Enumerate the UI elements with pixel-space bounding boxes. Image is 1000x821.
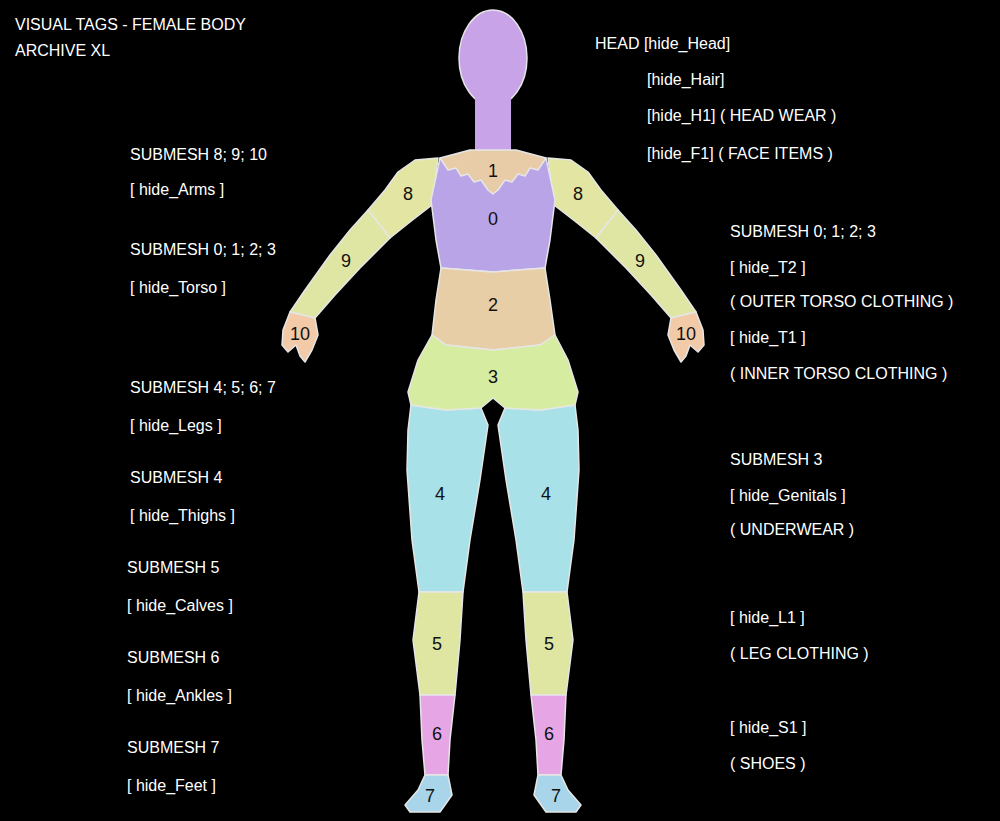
tag-label: SUBMESH 3 (730, 450, 822, 469)
tag-label: [ hide_Genitals ] (730, 486, 846, 505)
callout-number: 3 (488, 367, 498, 389)
forearm (290, 210, 390, 318)
tag-label: ( OUTER TORSO CLOTHING ) (730, 292, 953, 311)
callout-number: 5 (544, 634, 554, 656)
foot (405, 775, 452, 812)
tag-label: ( SHOES ) (730, 754, 806, 773)
callout-number: 10 (290, 324, 310, 346)
callout-number: 4 (435, 484, 445, 506)
tag-label: SUBMESH 4 (130, 468, 222, 487)
tag-label: [hide_Hair] (647, 70, 724, 89)
tag-label: [ hide_L1 ] (730, 608, 805, 627)
callout-number: 9 (341, 251, 351, 273)
tag-label: [ hide_Ankles ] (127, 686, 232, 705)
tag-label: [hide_F1] ( FACE ITEMS ) (647, 144, 833, 163)
thigh (407, 405, 488, 592)
callout-number: 7 (425, 786, 435, 808)
hand (282, 312, 318, 362)
hips (408, 335, 578, 410)
tag-label: [ hide_Feet ] (127, 776, 216, 795)
tag-label: [ hide_Thighs ] (130, 506, 235, 525)
ankle (420, 695, 455, 775)
callout-number: 1 (488, 161, 498, 183)
chest (431, 158, 555, 272)
callout-number: 6 (432, 724, 442, 746)
tag-label: [ hide_Arms ] (130, 180, 224, 199)
tag-label: SUBMESH 7 (127, 738, 219, 757)
tag-label: [ hide_T1 ] (730, 328, 806, 347)
tag-label: ( INNER TORSO CLOTHING ) (730, 364, 947, 383)
tag-label: SUBMESH 4; 5; 6; 7 (130, 378, 276, 397)
tag-label: [ hide_Legs ] (130, 416, 222, 435)
callout-number: 2 (488, 295, 498, 317)
calf (413, 592, 463, 695)
tag-label: SUBMESH 0; 1; 2; 3 (730, 222, 876, 241)
callout-number: 8 (573, 184, 583, 206)
tag-label: SUBMESH 5 (127, 558, 219, 577)
callout-number: 7 (551, 786, 561, 808)
callout-number: 6 (544, 724, 554, 746)
collar (440, 150, 546, 194)
callout-number: 5 (432, 634, 442, 656)
tag-label: [hide_H1] ( HEAD WEAR ) (647, 106, 836, 125)
waist (432, 268, 555, 350)
callout-number: 0 (488, 209, 498, 231)
tag-label: SUBMESH 0; 1; 2; 3 (130, 240, 276, 259)
callout-number: 8 (403, 184, 413, 206)
tag-label: HEAD [hide_Head] (595, 34, 730, 53)
tag-label: [ hide_Calves ] (127, 596, 233, 615)
tag-label: ( UNDERWEAR ) (730, 520, 854, 539)
neck (475, 88, 511, 156)
tag-label: SUBMESH 8; 9; 10 (130, 145, 267, 164)
tag-label: [ hide_T2 ] (730, 258, 806, 277)
callout-number: 4 (541, 484, 551, 506)
callout-number: 10 (676, 324, 696, 346)
callout-number: 9 (635, 251, 645, 273)
page-title: VISUAL TAGS - FEMALE BODY ARCHIVE XL (15, 12, 265, 63)
tag-label: [ hide_Torso ] (130, 278, 226, 297)
tag-label: [ hide_S1 ] (730, 718, 807, 737)
tag-label: SUBMESH 6 (127, 648, 219, 667)
tag-label: ( LEG CLOTHING ) (730, 644, 869, 663)
